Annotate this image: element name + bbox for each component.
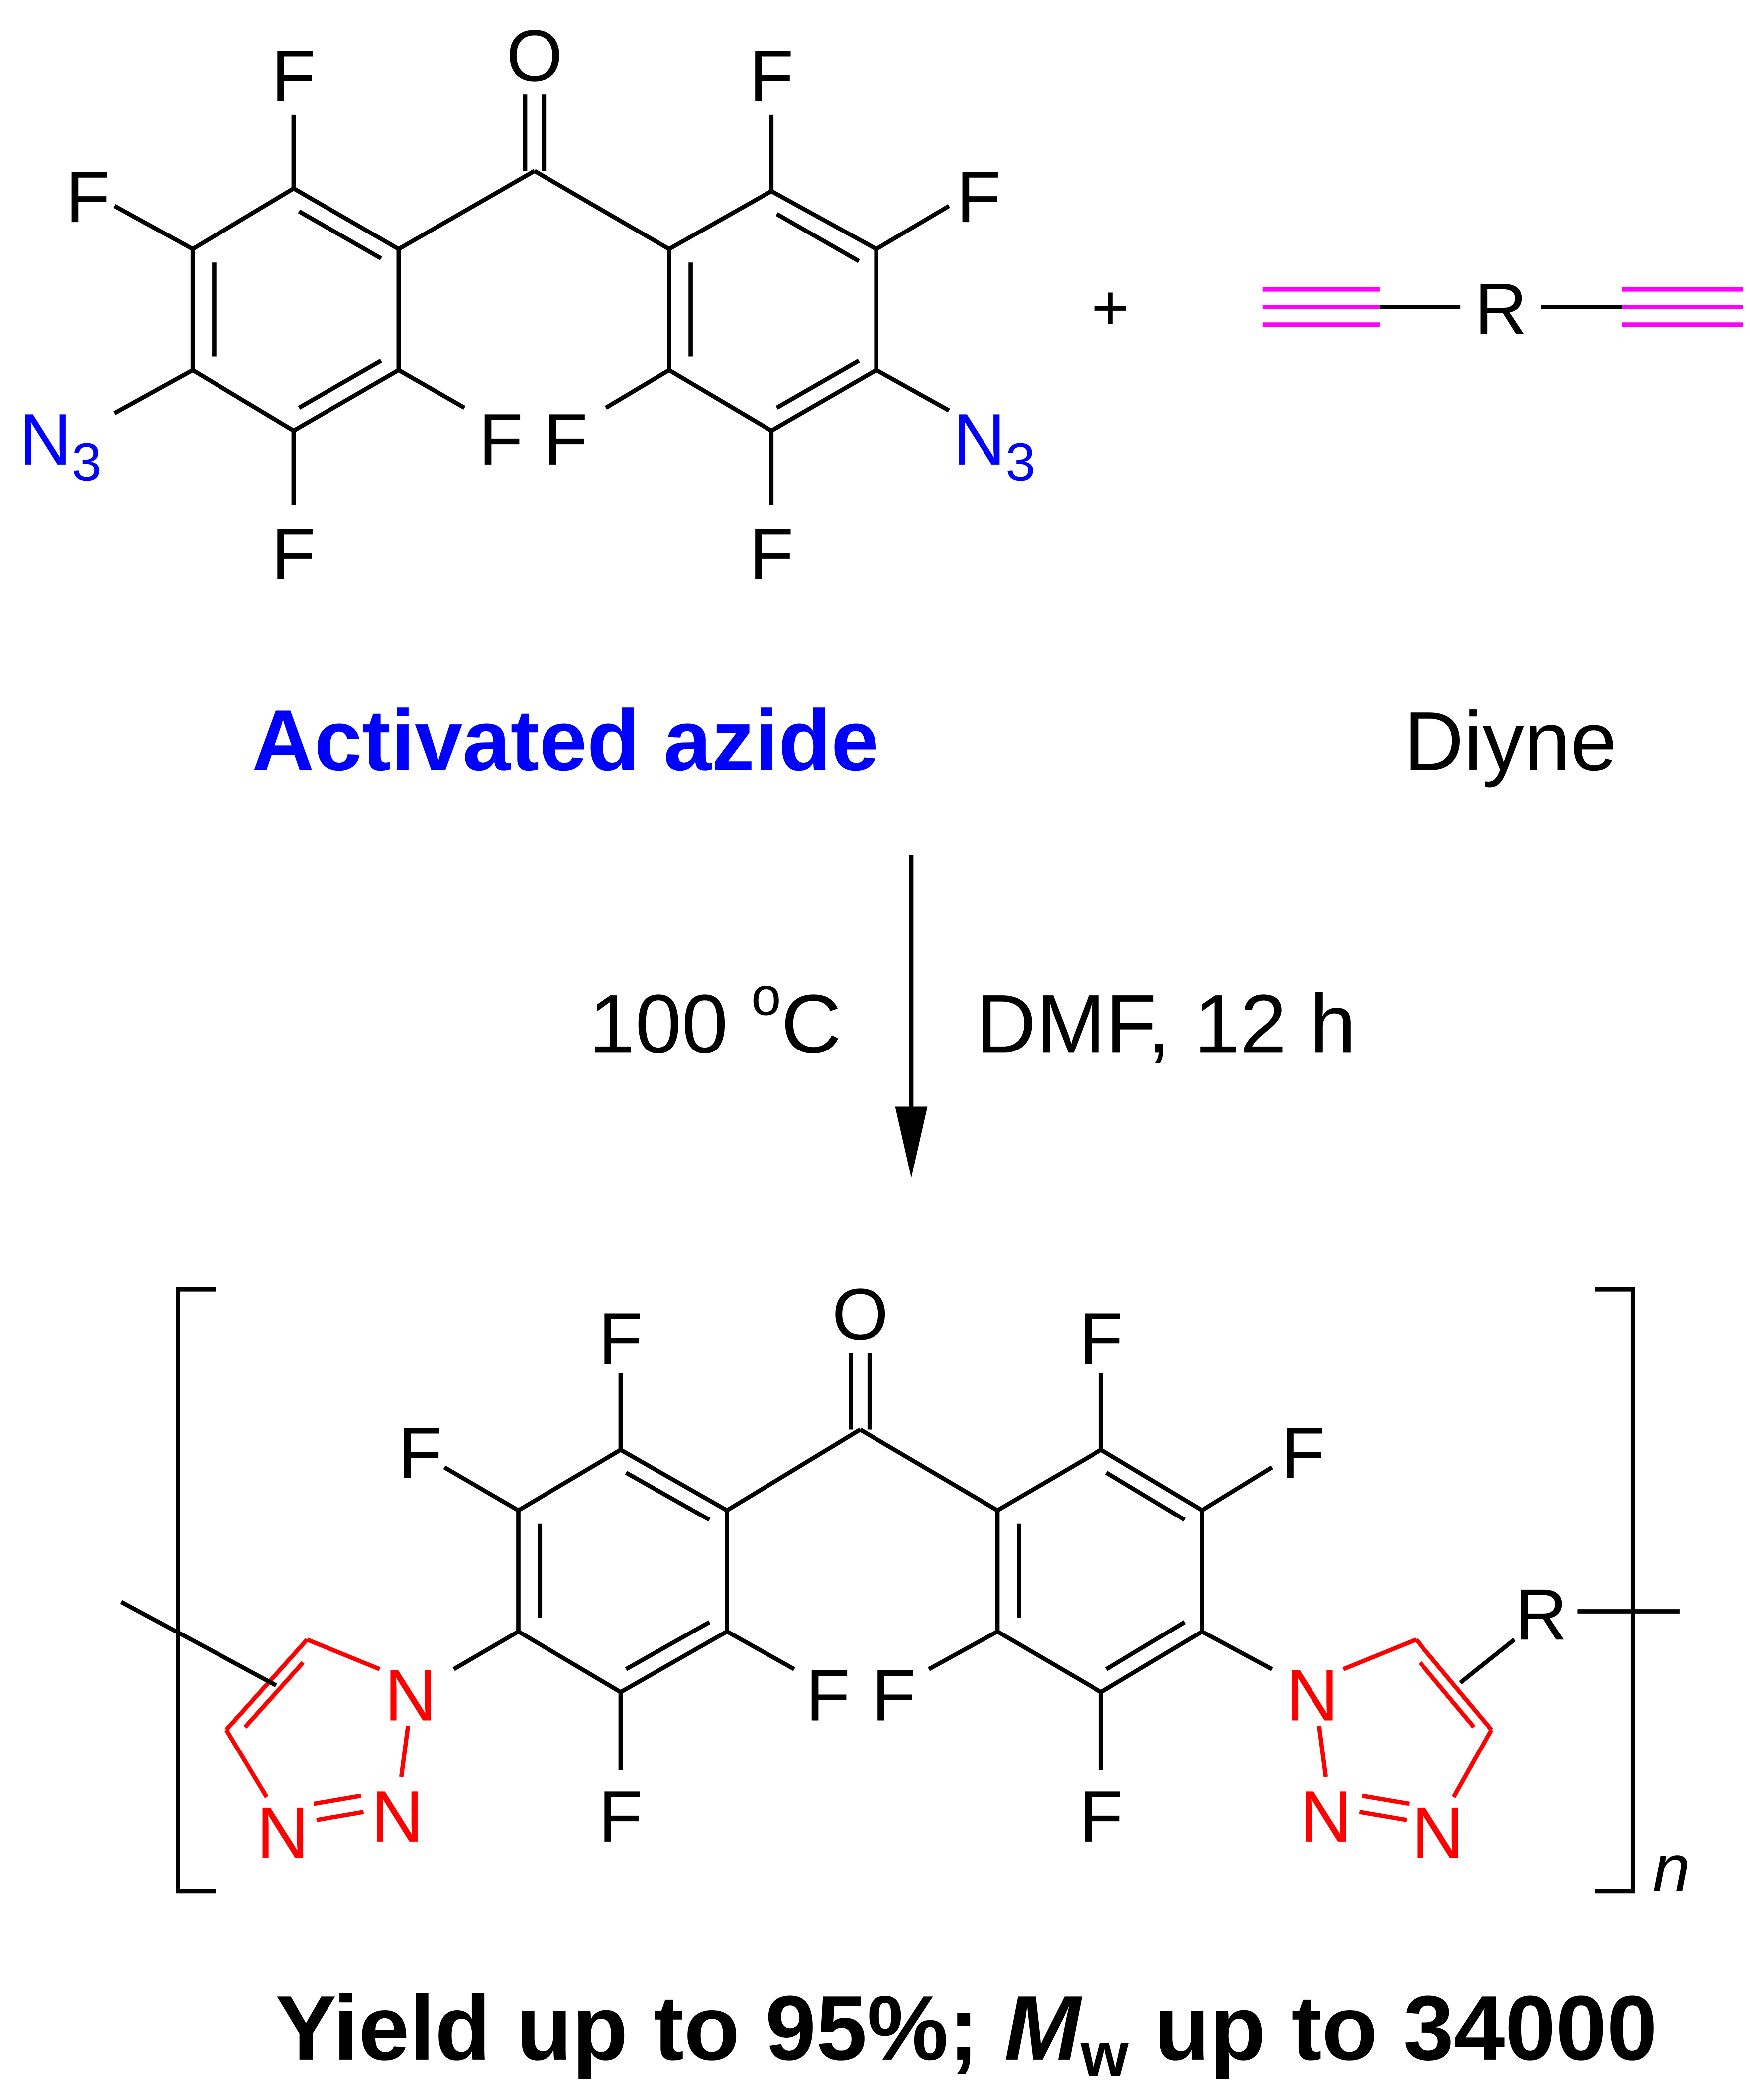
- fluorine-label: F: [544, 399, 588, 480]
- fluorine-label: F: [398, 1412, 442, 1494]
- yield-mw-summary: Yield up to 95%; Mw up to 34000: [275, 1977, 1657, 2089]
- fluorine-label: F: [1079, 1776, 1123, 1857]
- oxygen-label: O: [832, 1274, 888, 1355]
- activated-azide-label: Activated azide: [252, 692, 879, 789]
- activated-azide-structure: O F F F F F F F F N3 N3: [19, 15, 1035, 594]
- fluorine-label: F: [66, 156, 110, 237]
- azide-label: N3: [953, 399, 1036, 492]
- fluorine-label: F: [749, 513, 793, 594]
- nitrogen-label: N: [371, 1776, 423, 1857]
- fluorine-label: F: [806, 1655, 850, 1736]
- fluorine-label: F: [1079, 1298, 1123, 1379]
- fluorine-label: F: [271, 513, 316, 594]
- plus-sign: +: [1092, 271, 1129, 344]
- fluorine-label: F: [957, 156, 1001, 237]
- fluorine-label: F: [872, 1655, 916, 1736]
- repeat-unit-n: n: [1653, 1831, 1690, 1906]
- solvent-time-condition: DMF, 12 h: [976, 977, 1356, 1070]
- reaction-arrow: [895, 854, 928, 1178]
- nitrogen-label: N: [1300, 1776, 1352, 1857]
- oxygen-label: O: [506, 15, 563, 96]
- diyne-structure: R: [1262, 268, 1743, 350]
- fluorine-label: F: [271, 35, 316, 117]
- fluorine-label: F: [598, 1776, 643, 1857]
- r-group-label: R: [1475, 268, 1527, 350]
- left-triazole: N N N: [120, 1600, 437, 1873]
- nitrogen-label: N: [384, 1655, 437, 1736]
- nitrogen-label: N: [1286, 1655, 1338, 1736]
- nitrogen-label: N: [257, 1792, 309, 1873]
- temperature-condition: 100 oC: [589, 966, 841, 1071]
- r-group-label: R: [1515, 1574, 1567, 1655]
- diyne-label: Diyne: [1404, 695, 1617, 788]
- fluorine-label: F: [1281, 1412, 1325, 1494]
- nitrogen-label: N: [1411, 1792, 1463, 1873]
- fluorine-label: F: [479, 399, 523, 480]
- right-triazole: N N N: [1286, 1637, 1516, 1873]
- polymer-structure: n O F F F F F F F F N N N N: [120, 1274, 1690, 1906]
- fluorine-label: F: [749, 35, 793, 117]
- azide-label: N3: [19, 399, 102, 492]
- fluorine-label: F: [598, 1298, 643, 1379]
